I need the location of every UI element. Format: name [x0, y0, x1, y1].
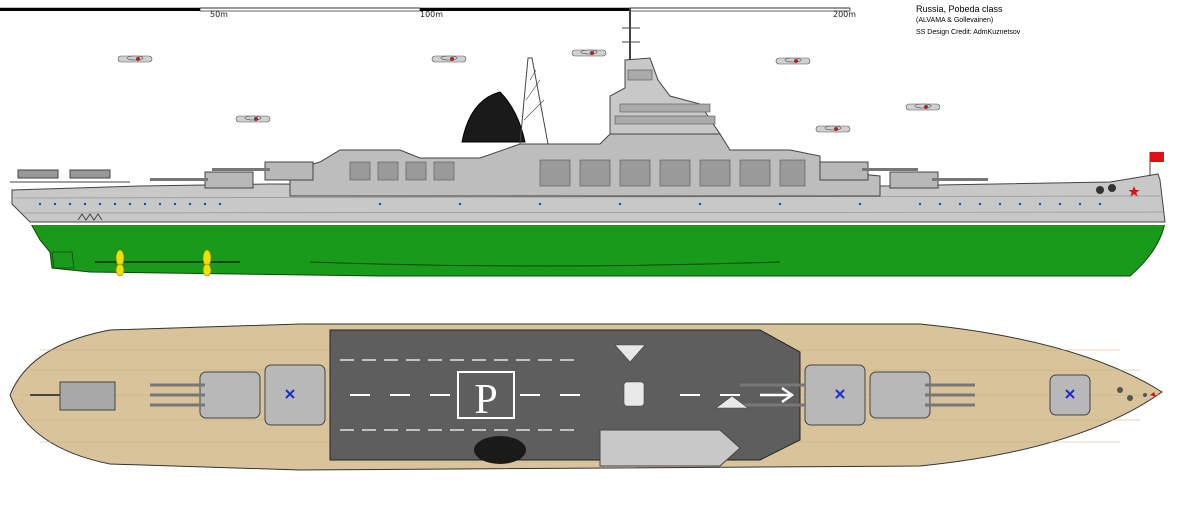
deck-marking-box — [457, 371, 515, 419]
portholes — [38, 202, 1102, 206]
ship-class-title: Russia, Pobeda class — [916, 4, 1003, 14]
scale-label-100m: 100m — [420, 10, 444, 19]
draught-marks — [77, 213, 103, 221]
stern-hatch — [59, 381, 116, 411]
superstructure-windows — [349, 159, 806, 187]
flag-icon — [1150, 152, 1164, 162]
scale-label-50m: 50m — [210, 10, 228, 19]
rudder — [51, 251, 75, 269]
radar-dish-plan — [474, 436, 526, 464]
scale-bar: 50m 100m 200m — [0, 0, 1200, 24]
island-superstructure — [599, 429, 741, 467]
stern-seaplanes — [10, 169, 130, 183]
deck-marking-letter: P — [474, 377, 497, 423]
lattice-mast — [519, 57, 549, 145]
forward-turrets — [150, 161, 314, 189]
flight-deck-markings — [340, 359, 740, 431]
deck-arrow — [760, 387, 795, 403]
turrets-plan — [199, 364, 1091, 426]
aircraft-icon — [117, 49, 941, 133]
scale-bar-graphic — [0, 7, 851, 12]
scale-label-200m: 200m — [833, 10, 857, 19]
design-credit: SS Design Credit: AdmKuznetsov — [916, 29, 1021, 36]
side-profile-view — [10, 8, 1166, 277]
red-star-icon — [1128, 186, 1140, 197]
aft-turrets — [819, 161, 988, 189]
turret-marker-icon — [285, 389, 1075, 399]
authors-subtitle: (ALVAMA & Gollevainen) — [916, 17, 994, 24]
propeller-icon — [115, 249, 212, 277]
credits-block: Russia, Pobeda class (ALVAMA & Gollevain… — [916, 4, 1020, 36]
aircraft-icon — [614, 344, 749, 409]
